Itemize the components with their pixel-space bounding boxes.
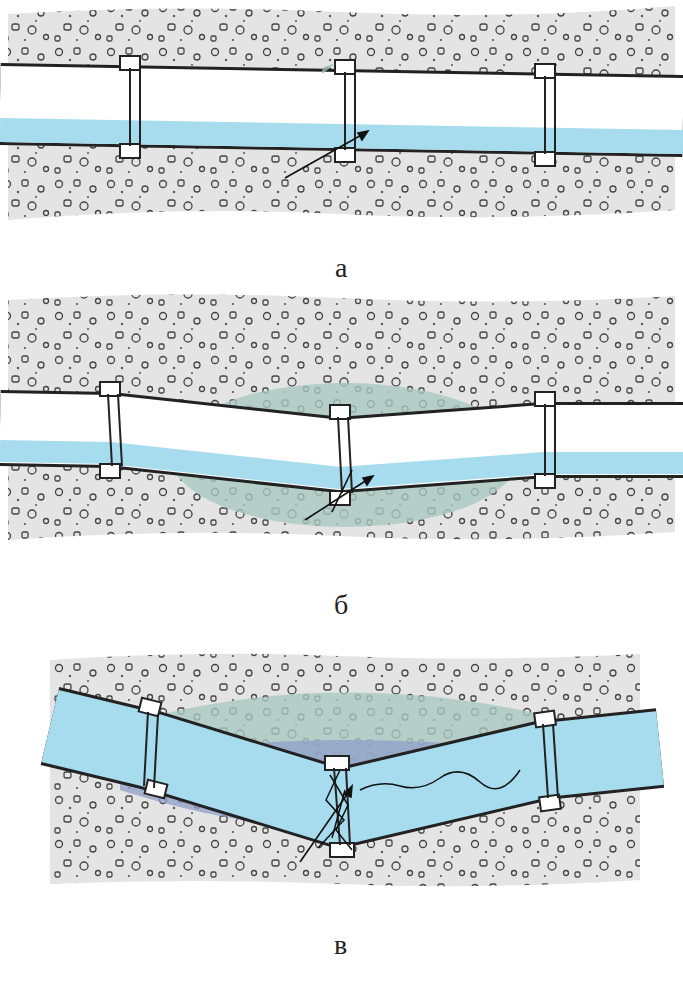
panel-letter: а xyxy=(335,253,347,284)
panel-letter: в xyxy=(334,930,347,961)
panel-c xyxy=(50,654,660,887)
panel-letter: б xyxy=(334,590,348,621)
panel-a xyxy=(0,6,683,220)
panel-b xyxy=(0,294,683,540)
